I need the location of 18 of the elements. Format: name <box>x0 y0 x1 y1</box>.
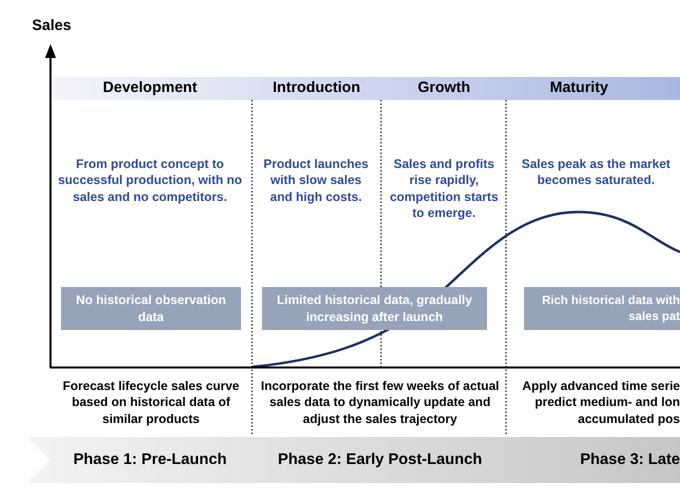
stage-description: Sales peak as the market becomes saturated. <box>520 156 672 188</box>
stage-heading: Maturity <box>548 78 610 98</box>
phase-title: Phase 3: Late <box>579 450 680 470</box>
data-availability-box: Rich historical data with sales pat <box>524 287 680 330</box>
phase-description: Incorporate the first few weeks of actual sales data to dynamically update and adjust the sales trajectory <box>260 378 500 427</box>
stage-description: Product launches with slow sales and high costs. <box>262 156 370 205</box>
data-availability-box: Limited historical data, gradually increasing after launch <box>262 287 487 330</box>
stage-heading: Introduction <box>272 78 362 98</box>
axis-title: Sales <box>32 16 72 36</box>
stage-description: From product concept to successful production, with no sales and no competitors. <box>56 156 244 205</box>
phase-title: Phase 1: Pre-Launch <box>72 450 228 470</box>
stage-heading: Growth <box>416 78 472 98</box>
data-availability-box: No historical observation data <box>61 287 241 330</box>
phase-title: Phase 2: Early Post-Launch <box>276 450 484 470</box>
stage-heading: Development <box>102 78 198 98</box>
stage-description: Sales and profits rise rapidly, competition starts to emerge. <box>388 156 500 221</box>
phase-description: Apply advanced time serie predict medium- and lon accumulated pos <box>521 378 680 427</box>
phase-description: Forecast lifecycle sales curve based on historical data of similar products <box>62 378 240 427</box>
